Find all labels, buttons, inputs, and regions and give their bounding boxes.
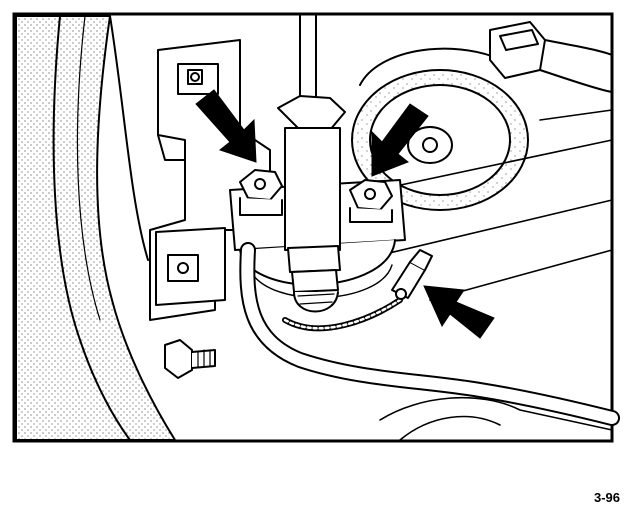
hose-clamp <box>282 297 403 332</box>
lower-bracket <box>155 227 226 306</box>
vertical-rod <box>299 15 317 101</box>
left-mounting-bolt <box>239 169 283 216</box>
fuel-line <box>239 242 620 426</box>
top-hex-fitting <box>277 95 346 251</box>
figure-number: 3-96 <box>593 490 620 505</box>
drain-valve <box>391 249 433 300</box>
lower-hex-fitting <box>287 245 341 313</box>
right-mounting-bolt <box>349 179 393 223</box>
loose-bolt <box>164 339 216 379</box>
electrical-connector <box>489 21 613 93</box>
callout-arrows <box>195 89 495 339</box>
arrow-icon <box>195 89 257 163</box>
fender-panel <box>15 15 176 441</box>
arrow-icon <box>423 285 495 339</box>
arrow-icon <box>371 103 429 177</box>
